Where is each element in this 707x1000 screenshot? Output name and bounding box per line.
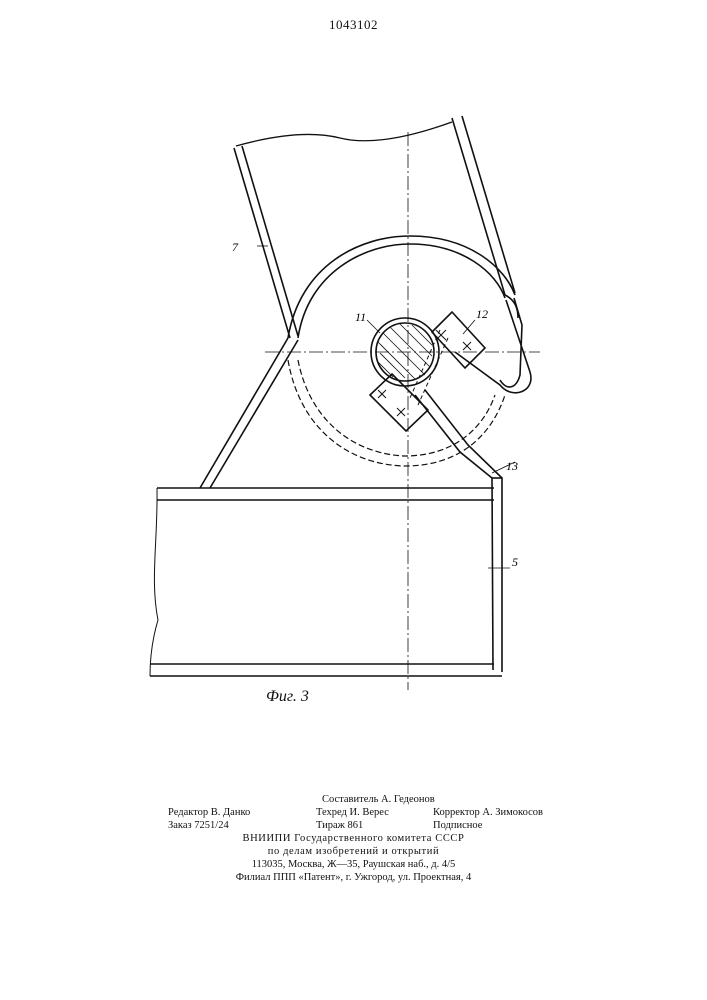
- beam-5: [150, 488, 510, 676]
- figure-caption: Фиг. 3: [266, 688, 309, 706]
- label-5: 5: [512, 555, 518, 569]
- org-line-1: ВНИИПИ Государственного комитета СССР: [0, 832, 707, 845]
- editor-line: Редактор В. Данко: [168, 806, 250, 819]
- subscription-line: Подписное: [433, 819, 482, 832]
- label-12: 12: [476, 307, 488, 321]
- label-11: 11: [355, 310, 366, 324]
- order-line: Заказ 7251/24: [168, 819, 229, 832]
- tube-part-7: [234, 116, 518, 338]
- label-7: 7: [232, 240, 239, 254]
- branch-line: Филиал ППП «Патент», г. Ужгород, ул. Про…: [0, 871, 707, 884]
- techred-line: Техред И. Верес: [316, 806, 389, 819]
- strap-13: [200, 338, 515, 672]
- corrector-line: Корректор А. Зимокосов: [433, 806, 543, 819]
- circulation-line: Тираж 861: [316, 819, 363, 832]
- org-line-2: по делам изобретений и открытий: [0, 845, 707, 858]
- address-line: 113035, Москва, Ж—35, Раушская наб., д. …: [0, 858, 707, 871]
- label-13: 13: [506, 459, 518, 473]
- compiler-line: Составитель А. Гедеонов: [322, 793, 435, 806]
